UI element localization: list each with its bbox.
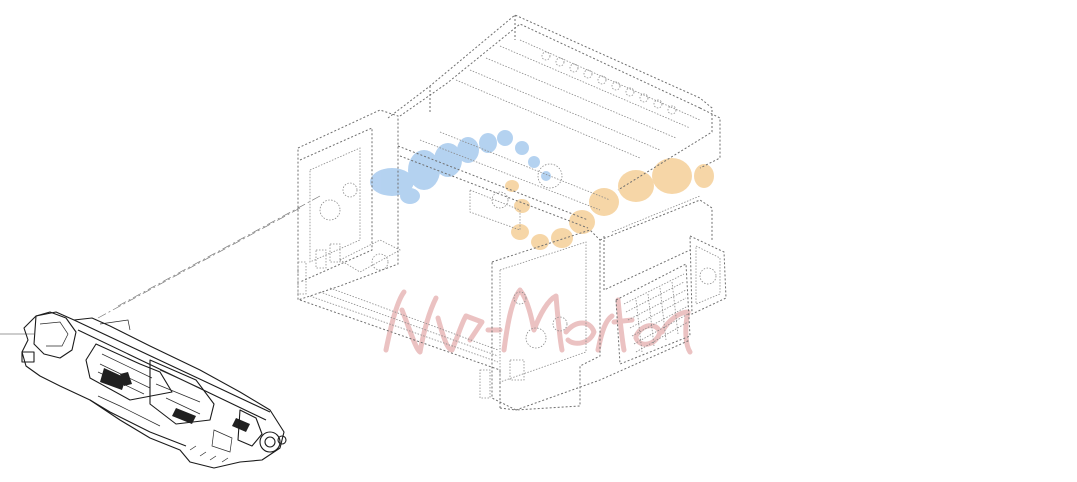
watermark — [370, 130, 714, 355]
watermark-script-logo — [383, 287, 693, 355]
removed-unit — [21, 311, 287, 469]
assembly-leader-lines — [0, 195, 321, 335]
watermark-orange-bubbles — [505, 158, 714, 250]
main-chassis — [297, 14, 727, 411]
watermark-blue-bubbles — [370, 130, 551, 204]
